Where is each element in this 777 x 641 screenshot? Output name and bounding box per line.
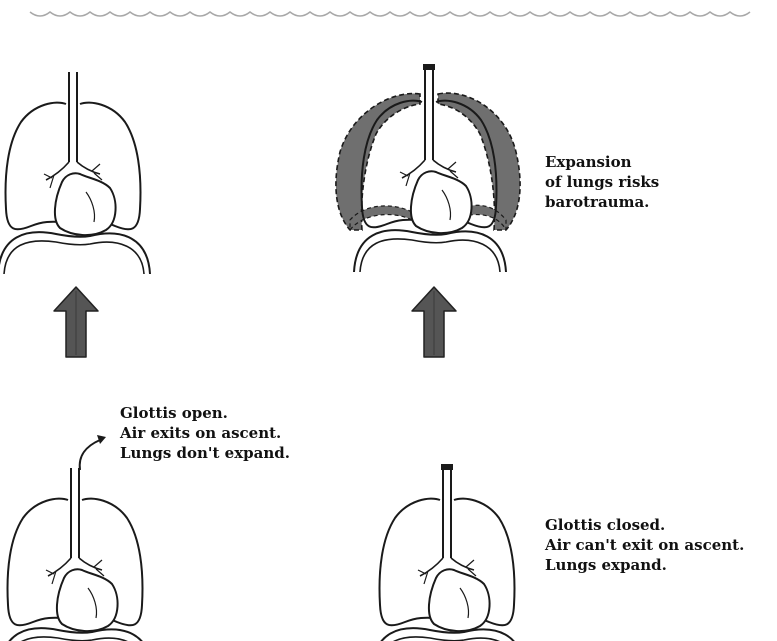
glottis-open-caption-line2: Air exits on ascent. xyxy=(120,423,290,443)
lungs-bottom-right xyxy=(372,464,524,641)
glottis-open-caption-line1: Glottis open. xyxy=(120,403,290,423)
glottis-closed-caption-line2: Air can't exit on ascent. xyxy=(545,535,744,555)
expansion-caption: Expansion of lungs risks barotrauma. xyxy=(545,152,659,212)
water-surface-wave xyxy=(30,12,750,16)
ascent-arrow-right xyxy=(412,287,456,357)
air-exit-arrow xyxy=(80,440,100,470)
glottis-closed-caption-line3: Lungs expand. xyxy=(545,555,744,575)
lungs-top-left xyxy=(0,72,150,274)
glottis-open-caption-line3: Lungs don't expand. xyxy=(120,443,290,463)
ascent-arrow-left xyxy=(54,287,98,357)
glottis-open-caption: Glottis open. Air exits on ascent. Lungs… xyxy=(120,403,290,463)
lungs-expanded xyxy=(336,64,520,272)
lungs-bottom-left xyxy=(0,468,152,641)
glottis-closed-caption: Glottis closed. Air can't exit on ascent… xyxy=(545,515,744,575)
expansion-caption-line1: Expansion xyxy=(545,152,659,172)
expansion-caption-line2: of lungs risks xyxy=(545,172,659,192)
expansion-caption-line3: barotrauma. xyxy=(545,192,659,212)
air-exit-arrowhead xyxy=(97,435,106,444)
glottis-closed-caption-line1: Glottis closed. xyxy=(545,515,744,535)
